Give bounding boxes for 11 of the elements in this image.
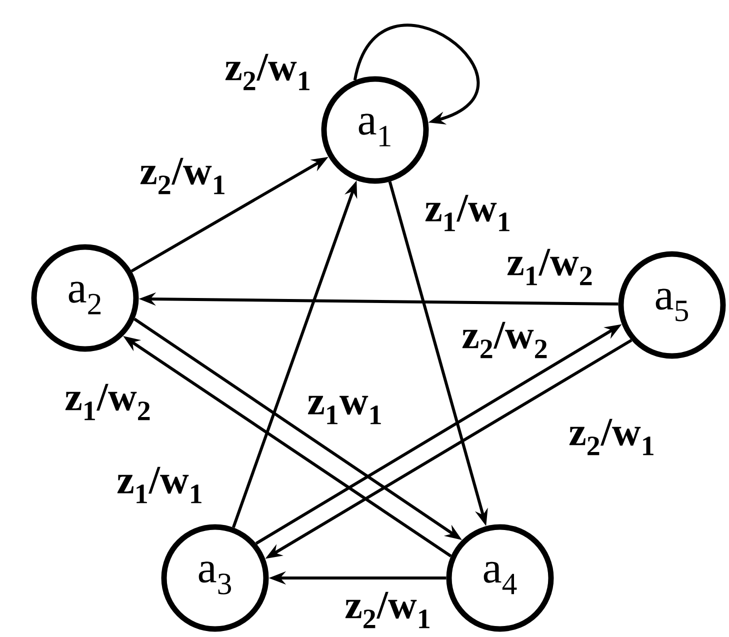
edge-label: z$_{1}$/w$_{1}$ (424, 194, 512, 232)
edge-label: z$_{2}$/w$_{1}$ (568, 418, 656, 456)
edge-label: z$_{1}$/w$_{2}$ (506, 248, 594, 286)
edge-label: z$_{2}$/w$_{2}$ (460, 320, 550, 360)
edge-label: z$_{2}$/w$_{1}$ (138, 156, 228, 196)
edge-label: z$_{1}$w$_{1}$ (306, 394, 384, 426)
edge-label: z$_{2}$/w$_{1}$ (224, 52, 312, 92)
edge-label: z$_{2}$/w$_{1}$ (344, 590, 432, 630)
arrow (353, 24, 480, 124)
edge-label: z$_{1}$/w$_{2}$ (64, 382, 152, 422)
edge-label: z$_{1}$/w$_{1}$ (116, 466, 204, 504)
